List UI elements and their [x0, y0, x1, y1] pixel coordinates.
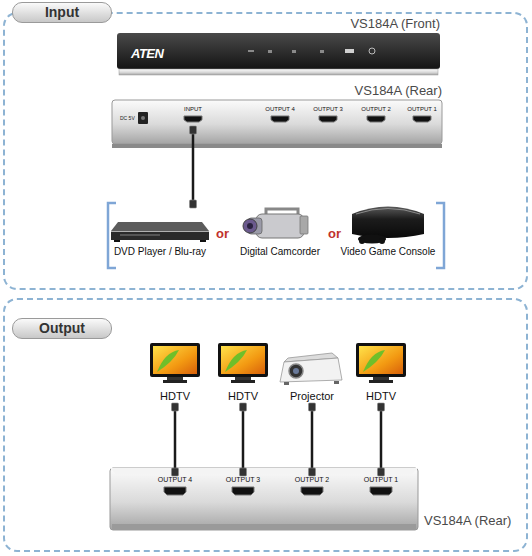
display-device: HDTV [356, 343, 406, 403]
group-heading: Output [12, 318, 112, 339]
cable-plug [378, 468, 385, 476]
switch-unit: VS184A (Front)ATEN [117, 33, 440, 75]
port-label: OUTPUT 4 [158, 476, 193, 483]
hdtv-icon [218, 343, 268, 383]
hdmi-port: INPUT [176, 106, 210, 126]
projector-icon [280, 353, 342, 385]
cable-plug [240, 403, 247, 411]
hdtv-icon [356, 343, 406, 383]
source-device: DVD Player / Blu-ray [110, 208, 210, 258]
bracket [436, 203, 444, 268]
device-caption: HDTV [160, 390, 190, 403]
cable-plug [190, 200, 197, 208]
rear-unit [110, 468, 418, 530]
hdmi-socket [231, 486, 255, 496]
switch-unit: VS184A (Rear)INPUTOUTPUT 4OUTPUT 3OUTPUT… [112, 100, 442, 148]
cable-line [192, 126, 195, 208]
cable-plug [190, 126, 197, 134]
hdmi-socket [318, 115, 338, 123]
hdmi-port: OUTPUT 2 [293, 476, 332, 498]
port-label: OUTPUT 2 [361, 106, 391, 112]
hdmi-socket [270, 115, 290, 123]
power-label: DC 5V [120, 115, 135, 121]
device-caption: Projector [290, 390, 334, 403]
device-caption: Digital Camcorder [240, 246, 320, 258]
display-device: HDTV [150, 343, 200, 403]
cable-plug [378, 403, 385, 411]
port-label: INPUT [184, 106, 202, 112]
cable-plug [309, 468, 316, 476]
hdmi-port: OUTPUT 1 [405, 106, 439, 126]
cable-line [311, 403, 314, 476]
or-word: or [328, 226, 341, 241]
display-device: Projector [279, 343, 345, 403]
hdmi-socket [366, 115, 386, 123]
brand-logo: ATEN [131, 46, 163, 61]
hdmi-cable [309, 403, 316, 476]
hdmi-cable [378, 403, 385, 476]
source-device: Digital Camcorder [234, 208, 326, 258]
port-label: OUTPUT 4 [265, 106, 295, 112]
device-caption: DVD Player / Blu-ray [114, 246, 206, 258]
hdmi-port: OUTPUT 3 [311, 106, 345, 126]
device-caption: HDTV [228, 390, 258, 403]
port-label: OUTPUT 2 [295, 476, 330, 483]
hdmi-port: OUTPUT 3 [224, 476, 263, 498]
unit-title: VS184A (Front) [350, 16, 440, 31]
unit-title: VS184A (Rear) [355, 83, 442, 98]
hdmi-port: OUTPUT 1 [362, 476, 401, 498]
group-panel: InputVS184A (Front)ATENVS184A (Rear)INPU… [3, 12, 528, 290]
hdmi-socket [163, 486, 187, 496]
group-panel: OutputHDTV HDTV Projector HDTV VS184A (Rear)… [3, 298, 528, 552]
dvd-player-icon [111, 222, 209, 242]
device-caption: Video Game Console [341, 246, 436, 258]
hdmi-cable [240, 403, 247, 476]
group-heading: Input [12, 2, 112, 23]
cable-plug [172, 403, 179, 411]
cable-plug [309, 403, 316, 411]
or-word: or [216, 226, 229, 241]
cable-plug [172, 468, 179, 476]
port-label: OUTPUT 1 [407, 106, 437, 112]
port-label: OUTPUT 3 [226, 476, 261, 483]
unit-title: VS184A (Rear) [424, 513, 511, 528]
cable-plug [240, 468, 247, 476]
cable-line [380, 403, 383, 476]
cable-line [174, 403, 177, 476]
display-device: HDTV [218, 343, 268, 403]
hdmi-port: OUTPUT 4 [263, 106, 297, 126]
port-label: OUTPUT 3 [313, 106, 343, 112]
hdmi-socket [369, 486, 393, 496]
hdmi-cable [190, 126, 197, 208]
hdmi-socket [412, 115, 432, 123]
hdtv-icon [150, 343, 200, 383]
switch-unit: VS184A (Rear)OUTPUT 4OUTPUT 3OUTPUT 2OUT… [110, 468, 418, 530]
hdmi-socket [183, 115, 203, 123]
rear-unit [112, 100, 442, 148]
hdmi-port: OUTPUT 4 [156, 476, 195, 498]
front-unit [117, 33, 440, 75]
hdmi-port: OUTPUT 2 [359, 106, 393, 126]
cable-line [242, 403, 245, 476]
hdmi-cable [172, 403, 179, 476]
hdmi-socket [300, 486, 324, 496]
game-console-icon [352, 207, 424, 245]
port-label: OUTPUT 1 [364, 476, 399, 483]
source-device: Video Game Console [339, 208, 438, 258]
device-caption: HDTV [366, 390, 396, 403]
camcorder-icon [243, 209, 308, 238]
